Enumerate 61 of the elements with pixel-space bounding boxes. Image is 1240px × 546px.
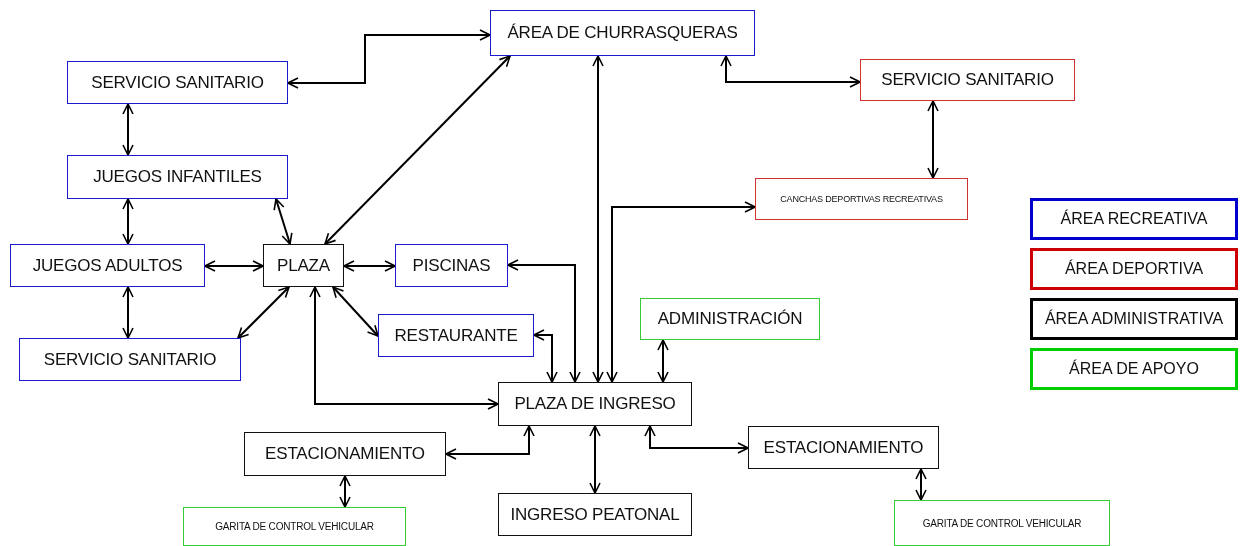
area-label: SERVICIO SANITARIO xyxy=(43,349,217,370)
arrow xyxy=(507,259,581,383)
area-box xyxy=(860,59,1075,101)
arrow xyxy=(343,260,396,272)
arrow xyxy=(644,425,749,454)
area-label: PLAZA DE INGRESO xyxy=(514,394,676,414)
area-label: JUEGOS INFANTILES xyxy=(93,167,262,187)
arrow xyxy=(606,201,756,383)
area-label: ADMINISTRACIÓN xyxy=(657,309,803,329)
arrow xyxy=(533,329,558,383)
area-box xyxy=(498,382,692,426)
legend-entry: ÁREA RECREATIVA xyxy=(1030,198,1238,240)
arrow xyxy=(657,339,669,383)
area-label: CANCHAS DEPORTIVAS RECREATIVAS xyxy=(780,194,943,204)
area-box xyxy=(183,507,406,546)
area-box xyxy=(395,244,508,287)
arrow xyxy=(237,286,290,339)
arrow xyxy=(720,55,861,88)
area-box xyxy=(490,10,755,56)
area-label: SERVICIO SANITARIO xyxy=(881,70,1054,90)
legend-entry: ÁREA ADMINISTRATIVA xyxy=(1030,298,1238,340)
area-label: INGRESO PEATONAL xyxy=(510,504,680,525)
arrow xyxy=(592,55,604,383)
area-label: GARITA DE CONTROL VEHICULAR xyxy=(215,521,374,532)
arrow xyxy=(122,198,134,245)
area-box xyxy=(748,426,939,469)
arrow xyxy=(445,425,535,460)
area-label: ÁREA DE CHURRASQUERAS xyxy=(507,23,738,43)
area-label: RESTAURANTE xyxy=(394,325,518,346)
arrow xyxy=(589,425,601,494)
area-box xyxy=(10,244,205,287)
area-label: ESTACIONAMIENTO xyxy=(763,437,924,458)
area-box xyxy=(894,500,1110,546)
arrow xyxy=(332,286,379,337)
area-label: GARITA DE CONTROL VEHICULAR xyxy=(922,517,1082,529)
arrow xyxy=(927,100,939,179)
area-label: PISCINAS xyxy=(412,255,491,276)
arrow xyxy=(915,468,927,501)
area-box xyxy=(67,155,288,199)
area-label: ESTACIONAMIENTO xyxy=(265,444,425,464)
arrow xyxy=(339,475,351,508)
area-box xyxy=(498,493,692,536)
area-label: SERVICIO SANITARIO xyxy=(91,72,264,93)
arrow xyxy=(309,286,499,410)
area-box xyxy=(19,338,241,381)
arrow xyxy=(324,55,511,245)
area-label: JUEGOS ADULTOS xyxy=(32,255,183,276)
arrow xyxy=(204,260,264,272)
area-box xyxy=(378,314,534,357)
area-box xyxy=(67,61,288,104)
arrow xyxy=(287,29,491,89)
legend-entry: ÁREA DEPORTIVA xyxy=(1030,248,1238,290)
area-label: PLAZA xyxy=(277,255,330,276)
area-box xyxy=(244,432,446,476)
arrow xyxy=(122,103,134,156)
area-box xyxy=(263,244,344,287)
arrow xyxy=(122,286,134,339)
legend-entry: ÁREA DE APOYO xyxy=(1030,348,1238,390)
area-box xyxy=(640,298,820,340)
area-box xyxy=(755,178,968,220)
arrow xyxy=(273,198,293,245)
